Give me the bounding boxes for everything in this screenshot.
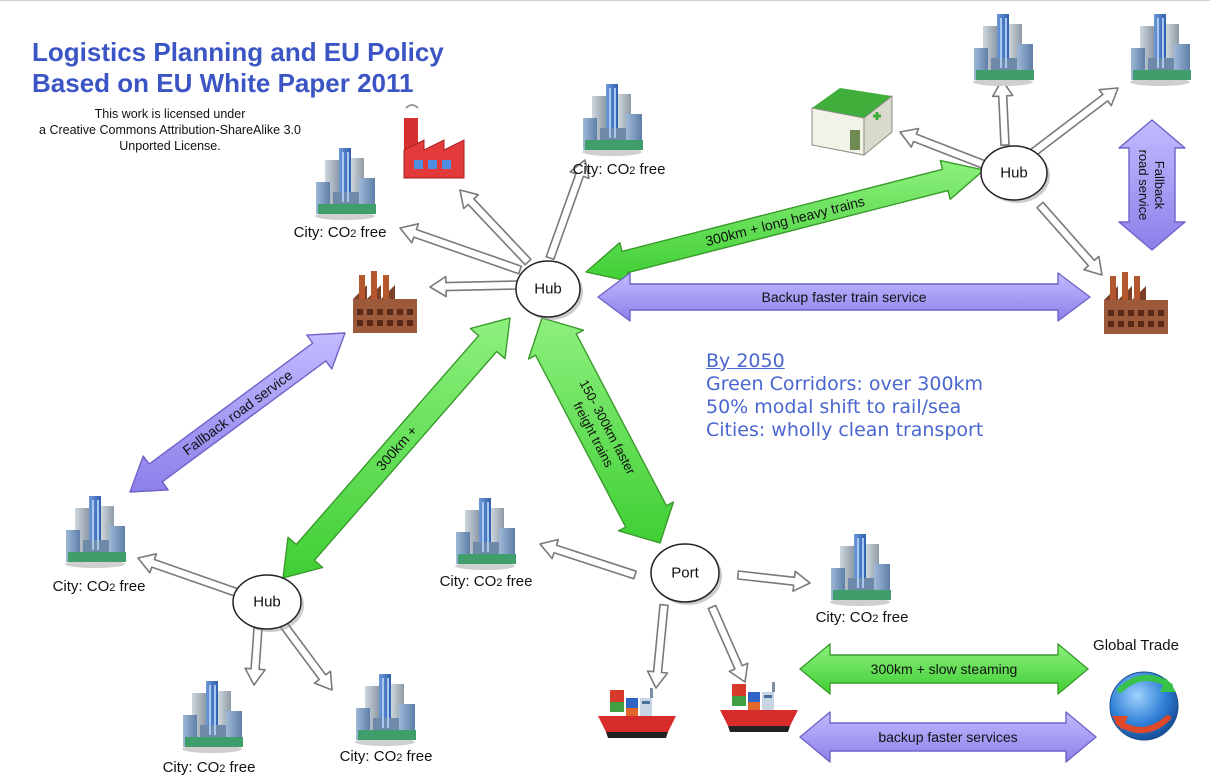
- title-line-1: Logistics Planning and EU Policy: [32, 37, 444, 67]
- city-icon-port-left: [455, 498, 516, 570]
- factory-icon: [403, 104, 465, 179]
- corridor-slow-steaming-label: 300km + slow steaming: [871, 661, 1018, 677]
- city-label-port-left: City: CO2 free: [440, 573, 533, 590]
- corridor-long-heavy-trains: 300km + long heavy trains: [585, 159, 985, 283]
- city-label-top-center: City: CO2 free: [573, 161, 666, 178]
- hub-right-node-label: Hub: [1000, 165, 1028, 182]
- hub-left-node: Hub: [232, 574, 304, 632]
- city-icon-top-right-2: [1130, 14, 1191, 86]
- corridor-backup-faster-services-label: backup faster services: [878, 729, 1017, 745]
- industrial-factory-icon-right: [1104, 272, 1168, 334]
- corridor-faster-freight-trains-shape: [527, 317, 675, 544]
- city-icon-bottom-center: [355, 674, 416, 746]
- policy-line-3: Cities: wholly clean transport: [706, 419, 984, 441]
- arrow-port-to-city-left: [539, 538, 638, 580]
- corridor-fallback-road-left: Fallback road service: [129, 332, 346, 493]
- corridor-fallback-road-right: Fallbackroad service: [1118, 119, 1186, 251]
- corridor-slow-steaming: 300km + slow steaming: [799, 643, 1089, 695]
- diagram-title: Logistics Planning and EU Policy Based o…: [32, 37, 444, 99]
- global-trade-label: Global Trade: [1093, 637, 1179, 654]
- hub-left-node-label: Hub: [253, 594, 281, 611]
- arrow-hub-left-to-city: [137, 552, 241, 598]
- arrow-hub-right-to-factory: [1036, 201, 1103, 276]
- industrial-factory-icon: [353, 271, 417, 333]
- hub-right-node: Hub: [980, 145, 1050, 203]
- cargo-ship-icon-right: [720, 682, 798, 732]
- license-line-3: Unported License.: [119, 139, 221, 153]
- city-icon-port-right: [830, 534, 891, 606]
- license-line-1: This work is licensed under: [94, 107, 246, 121]
- corridor-fallback-road-right-shape: [1118, 119, 1186, 251]
- city-icon-lower-left: [65, 496, 126, 568]
- corridor-backup-faster-services: backup faster services: [799, 711, 1097, 763]
- city-label-port-right: City: CO2 free: [816, 609, 909, 626]
- city-icon-top-right-1: [973, 14, 1034, 86]
- city-icon-top-center: [582, 84, 643, 156]
- arrow-port-to-ship-left: [646, 603, 669, 689]
- hub-center-node-label: Hub: [534, 281, 562, 298]
- cargo-ship-icon-left: [598, 688, 676, 738]
- corridor-fallback-road-left-label: Fallback road service: [180, 367, 296, 459]
- corridor-fallback-road-left-shape: [129, 332, 346, 493]
- arrow-port-to-city-right: [736, 570, 811, 593]
- arrow-hub-to-factory-left: [429, 275, 519, 298]
- policy-heading[interactable]: By 2050: [706, 350, 785, 372]
- policy-line-1: Green Corridors: over 300km: [706, 373, 984, 395]
- arrow-hub-right-to-hospital: [899, 127, 988, 170]
- arrow-hub-left-to-city-bottomright: [275, 616, 333, 691]
- corridor-backup-faster-train: Backup faster train service: [597, 272, 1091, 322]
- hospital-icon: [811, 88, 893, 157]
- corridor-fallback-road-right-label: Fallbackroad service: [1137, 150, 1168, 221]
- arrow-hub-to-factory-red: [459, 189, 532, 266]
- city-label-bottom-left: City: CO2 free: [163, 759, 256, 776]
- corridor-slow-steaming-shape: [799, 643, 1089, 695]
- license-line-2: a Creative Commons Attribution-ShareAlik…: [39, 123, 301, 137]
- city-label-lower-left: City: CO2 free: [53, 578, 146, 595]
- port-node: Port: [650, 543, 722, 605]
- corridor-faster-freight-trains: 150- 300km fasterfreight trains: [527, 317, 675, 544]
- corridor-backup-faster-train-shape: [597, 272, 1091, 322]
- corridor-long-heavy-trains-label: 300km + long heavy trains: [704, 193, 867, 249]
- arrow-hub-left-to-city-bottom: [244, 626, 266, 686]
- city-icon-bottom-left: [182, 681, 243, 753]
- city-label-hub-left-upper: City: CO2 free: [294, 224, 387, 241]
- arrow-hub-to-city-top: [545, 159, 590, 261]
- license-notice: This work is licensed under a Creative C…: [20, 106, 320, 154]
- port-node-label: Port: [671, 565, 699, 582]
- hub-center-node: Hub: [515, 260, 583, 320]
- globe-icon: [1109, 671, 1179, 741]
- policy-targets: By 2050 Green Corridors: over 300km 50% …: [706, 350, 983, 442]
- arrow-hub-right-to-city-top: [991, 79, 1014, 146]
- city-icon-hub-left-upper: [315, 148, 376, 220]
- corridor-backup-faster-train-label: Backup faster train service: [762, 289, 927, 305]
- top-divider: [0, 0, 1210, 1]
- arrow-hub-right-to-city-topright: [1026, 87, 1119, 159]
- city-label-bottom-center: City: CO2 free: [340, 748, 433, 765]
- title-line-2: Based on EU White Paper 2011: [32, 68, 414, 98]
- arrow-hub-to-city-left: [399, 223, 523, 275]
- corridor-backup-faster-services-shape: [799, 711, 1097, 763]
- arrow-port-to-ship-right: [707, 604, 749, 683]
- policy-line-2: 50% modal shift to rail/sea: [706, 396, 962, 418]
